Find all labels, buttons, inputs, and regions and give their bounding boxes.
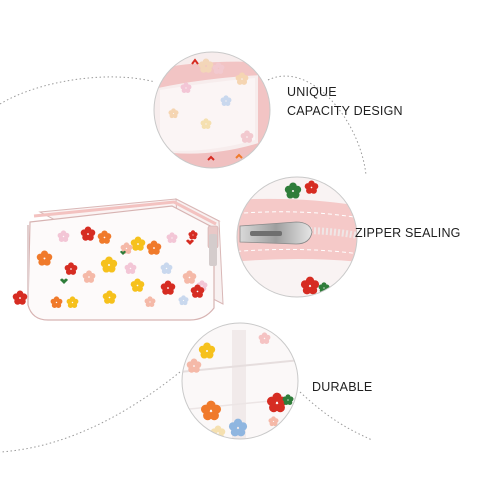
feature-label-durable: DURABLE [312, 378, 372, 397]
callout-arc-bottom [0, 371, 181, 453]
feature-label-zipper: ZIPPER SEALING [355, 224, 461, 243]
magnifier-zipper [236, 176, 358, 298]
feature-label-capacity-line1: UNIQUE [287, 85, 337, 99]
callout-arc-top [0, 76, 156, 105]
feature-label-durable-text: DURABLE [312, 380, 373, 394]
feature-label-capacity: UNIQUE CAPACITY DESIGN [287, 83, 403, 121]
magnifier-durable [181, 322, 299, 440]
magnifier-capacity [153, 51, 271, 169]
transparent-pouch [12, 198, 224, 321]
callout-arc-lower [299, 391, 373, 441]
feature-label-zipper-text: ZIPPER SEALING [355, 226, 461, 240]
feature-label-capacity-line2: CAPACITY DESIGN [287, 104, 403, 118]
